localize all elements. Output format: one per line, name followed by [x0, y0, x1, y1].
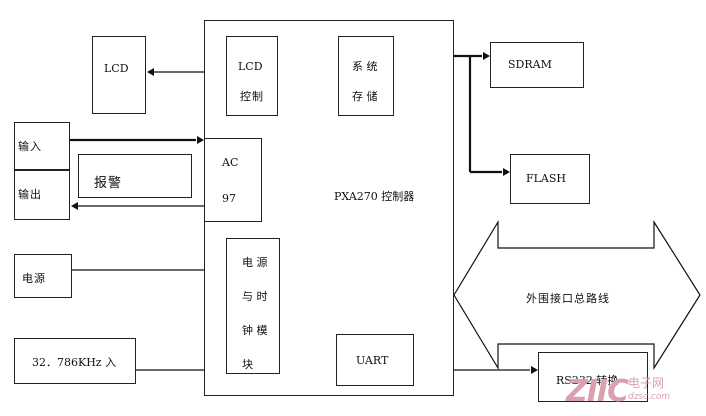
alarm-label: 报警 — [94, 176, 123, 191]
lcd-control-label-line2: 控制 — [240, 90, 264, 103]
uart-label: UART — [356, 354, 389, 367]
lcd-arrowhead — [147, 68, 154, 76]
power-box — [14, 254, 72, 298]
power-label: 电源 — [22, 272, 46, 285]
system-storage-label-line1: 系 统 — [352, 60, 378, 73]
rs232-converter-box — [538, 352, 648, 402]
watermark-logo: ZIIC — [566, 374, 629, 409]
input-label: 输入 — [18, 140, 42, 153]
external-bus-double-arrow — [453, 219, 701, 371]
lcd-label: LCD — [104, 62, 129, 75]
power-clock-module-box — [226, 238, 280, 374]
ac97-label-line1: AC — [222, 156, 239, 169]
watermark-url: dzsc.com — [628, 392, 671, 402]
sdram-box — [490, 42, 584, 88]
sdram-arrowhead — [483, 52, 490, 60]
output-arrowhead — [71, 202, 78, 210]
watermark-site-name: 电子网 — [628, 376, 665, 390]
uart-arrowhead — [531, 366, 538, 374]
output-label: 输出 — [18, 188, 42, 201]
site-watermark: ZIIC 电子网 dzsc.com — [566, 372, 702, 412]
lcd-box — [92, 36, 146, 114]
sdram-label: SDRAM — [508, 58, 552, 71]
power-clock-label-line4: 块 — [242, 358, 253, 371]
uart-box — [336, 334, 414, 386]
power-clock-label-line2: 与 时 — [242, 290, 268, 303]
system-storage-box — [338, 36, 394, 116]
crystal-input-box — [14, 338, 136, 384]
output-box — [14, 170, 70, 220]
lcd-control-box — [226, 36, 278, 116]
system-storage-label-line2: 存 储 — [352, 90, 378, 103]
input-arrowhead — [197, 136, 204, 144]
rs232-label: RS232 转换 — [556, 374, 619, 387]
ac97-box — [204, 138, 262, 222]
flash-box — [510, 154, 590, 204]
power-clock-label-line3: 钟 模 — [242, 324, 268, 337]
controller-label: PXA270 控制器 — [334, 190, 415, 203]
flash-arrowhead — [503, 168, 510, 176]
ac97-label-line2: 97 — [222, 192, 236, 205]
power-clock-label-line1: 电 源 — [242, 256, 268, 269]
input-box — [14, 122, 70, 170]
crystal-input-label: 32．786KHz 入 — [32, 356, 117, 369]
alarm-box — [78, 154, 192, 198]
lcd-control-label-line1: LCD — [238, 60, 263, 73]
external-bus-label: 外围接口总路线 — [526, 292, 610, 305]
flash-label: FLASH — [526, 172, 567, 185]
